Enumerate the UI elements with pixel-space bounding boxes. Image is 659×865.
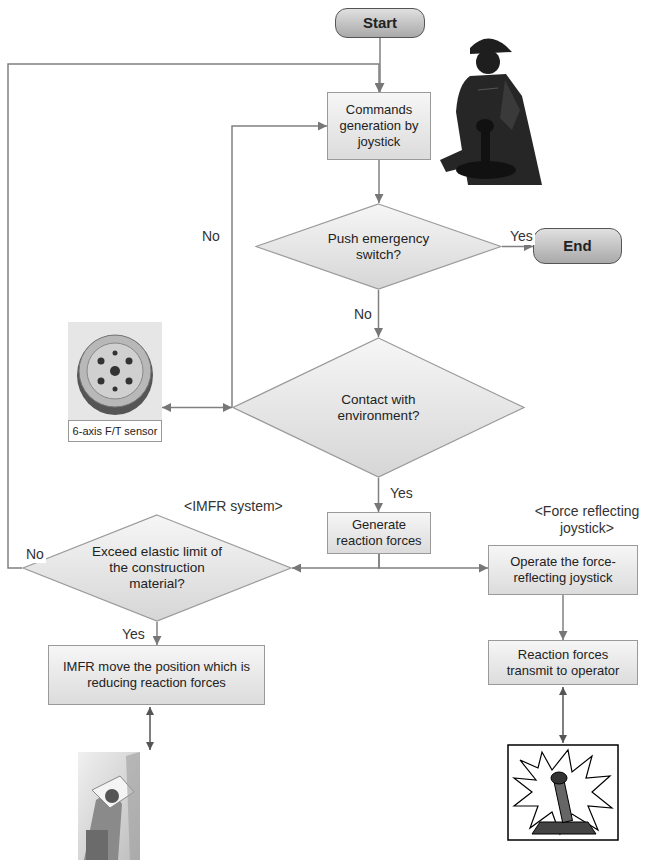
connector bbox=[378, 478, 380, 512]
connector bbox=[292, 554, 379, 568]
process-box: Commands generation by joystick bbox=[327, 92, 431, 160]
node-text: Push emergency switch? bbox=[309, 231, 449, 263]
group-label: <Force reflecting joystick> bbox=[518, 503, 656, 537]
sensor-illustration bbox=[68, 322, 162, 420]
connector bbox=[378, 160, 380, 203]
joystick-clipart bbox=[508, 687, 618, 840]
connector bbox=[378, 290, 380, 337]
node-text: Commands generation by joystick bbox=[332, 102, 426, 150]
connector bbox=[379, 554, 488, 568]
operator-figure bbox=[440, 38, 542, 185]
node-text: Start bbox=[363, 15, 397, 31]
decision-diamond: Exceed elastic limit of the construction… bbox=[22, 514, 292, 622]
edge-label: Yes bbox=[120, 626, 147, 643]
process-box: Operate the force-reflecting joystick bbox=[488, 545, 638, 595]
edge-label: No bbox=[200, 228, 222, 245]
edge-label: Yes bbox=[388, 485, 415, 502]
process-box: Generate reaction forces bbox=[327, 512, 431, 554]
connector bbox=[162, 407, 232, 409]
connector bbox=[156, 622, 158, 645]
decision-diamond: Push emergency switch? bbox=[255, 203, 502, 290]
photo-caption: 6-axis F/T sensor bbox=[68, 420, 162, 442]
terminator: End bbox=[533, 228, 622, 264]
imfr-photo bbox=[78, 707, 150, 860]
node-text: Exceed elastic limit of the construction… bbox=[82, 544, 232, 592]
terminator: Start bbox=[335, 8, 425, 38]
process-box: IMFR move the position which is reducing… bbox=[48, 645, 265, 705]
group-label: <IMFR system> bbox=[182, 498, 285, 515]
node-text: End bbox=[563, 238, 591, 254]
decision-diamond: Contact with environment? bbox=[232, 337, 525, 478]
connector bbox=[502, 246, 533, 248]
edge-label: Yes bbox=[508, 228, 535, 245]
node-text: Contact with environment? bbox=[304, 392, 454, 424]
node-text: Reaction forces transmit to operator bbox=[493, 647, 633, 679]
connector bbox=[562, 595, 564, 640]
node-text: IMFR move the position which is reducing… bbox=[53, 659, 260, 691]
sensor-photo: 6-axis F/T sensor bbox=[68, 322, 162, 442]
edge-label: No bbox=[352, 306, 374, 323]
connector bbox=[8, 64, 379, 568]
process-box: Reaction forces transmit to operator bbox=[488, 640, 638, 685]
node-text: Operate the force-reflecting joystick bbox=[493, 554, 633, 586]
node-text: Generate reaction forces bbox=[332, 517, 426, 549]
edge-label: No bbox=[24, 546, 46, 563]
